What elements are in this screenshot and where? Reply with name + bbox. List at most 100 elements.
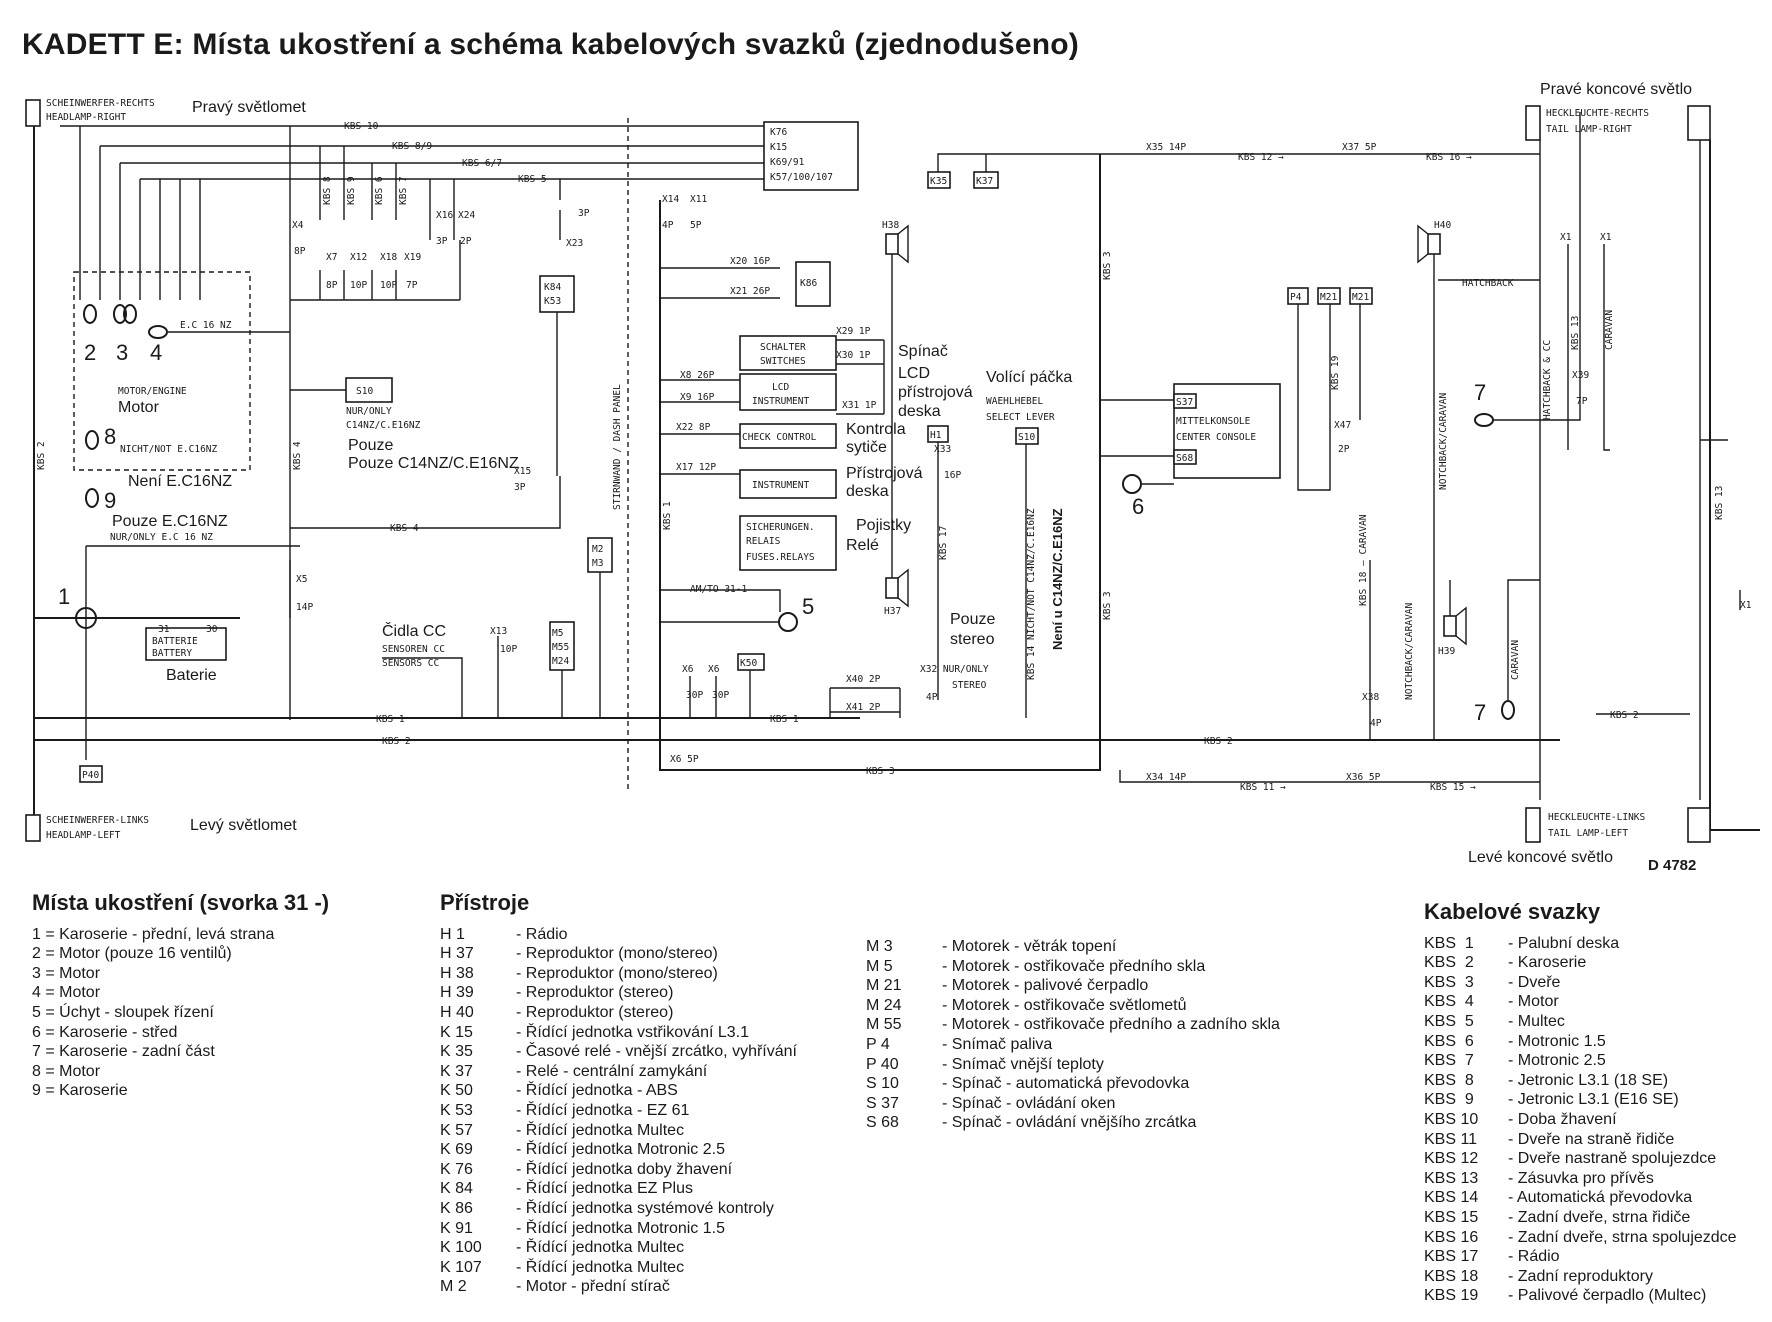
- diagram-label: NOTCHBACK/CARAVAN: [1438, 392, 1449, 490]
- device-desc: - Motorek - větrák topení: [942, 938, 1117, 955]
- diagram-label: Baterie: [166, 667, 217, 684]
- diagram-label: KBS 6: [374, 176, 385, 205]
- device-code: H 38: [440, 964, 474, 982]
- device-code: H 1: [440, 925, 465, 943]
- device-desc: - Řídící jednotka - EZ 61: [516, 1101, 690, 1119]
- diagram-label: X6: [682, 664, 694, 675]
- list-item: KBS 17- Rádio: [1424, 1247, 1737, 1267]
- diagram-label: KBS 15 →: [1430, 782, 1476, 793]
- diagram-label: stereo: [950, 631, 995, 648]
- diagram-label: X29 1P: [836, 326, 871, 337]
- harness-code: KBS 14: [1424, 1189, 1479, 1207]
- diagram-label: KBS 4: [292, 441, 303, 470]
- diagram-label: NUR/ONLY: [346, 406, 392, 417]
- harness-code: KBS 17: [1424, 1248, 1479, 1266]
- list-item: K 69- Řídící jednotka Motronic 2.5: [440, 1140, 797, 1160]
- harness-desc: - Palubní deska: [1508, 934, 1620, 952]
- diagram-label: 2: [84, 340, 96, 365]
- diagram-label: 4P: [926, 692, 938, 703]
- diagram-label: X19: [404, 252, 421, 263]
- diagram-label: 5: [802, 594, 814, 619]
- list-item: KBS 4- Motor: [1424, 992, 1737, 1012]
- diagram-label: S37: [1176, 397, 1193, 408]
- harness-code: KBS 2: [1424, 954, 1474, 972]
- device-code: K 107: [440, 1258, 482, 1276]
- diagram-label: RELAIS: [746, 536, 781, 547]
- diagram-label: X6: [708, 664, 720, 675]
- ground-point-1: 1: [58, 584, 97, 629]
- diagram-label: 1: [58, 584, 70, 609]
- diagram-label: K69/91: [770, 157, 805, 168]
- diagram-label: K84: [544, 282, 561, 293]
- list-item: KBS 10- Doba žhavení: [1424, 1110, 1737, 1130]
- harness-code: KBS 16: [1424, 1228, 1479, 1246]
- list-item: KBS 19- Palivové čerpadlo (Multec): [1424, 1286, 1737, 1306]
- speaker-h39: H39: [1438, 606, 1467, 657]
- diagram-label: KBS 2: [1204, 736, 1233, 747]
- device-desc: - Řídící jednotka - ABS: [516, 1082, 678, 1100]
- diagram-label: 10P: [350, 280, 367, 291]
- diagram-label: K37: [976, 176, 993, 187]
- list-item: M 55- Motorek - ostřikovače předního a z…: [866, 1015, 1280, 1035]
- list-item: KBS 14- Automatická převodovka: [1424, 1188, 1737, 1208]
- diagram-label: X21 26P: [730, 286, 770, 297]
- diagram-label: X15: [514, 466, 531, 477]
- diagram-label: 4P: [662, 220, 674, 231]
- harness-desc: - Multec: [1508, 1012, 1565, 1030]
- diagram-label: 10P: [380, 280, 397, 291]
- device-desc: - Reproduktor (mono/stereo): [516, 964, 718, 982]
- list-item: S 10- Spínač - automatická převodovka: [866, 1074, 1280, 1094]
- device-code: K 53: [440, 1101, 473, 1119]
- device-desc: - Spínač - automatická převodovka: [942, 1075, 1190, 1093]
- diagram-label: X34 14P: [1146, 772, 1186, 783]
- diagram-label: 4: [150, 340, 162, 365]
- harness-desc: - Doba žhavení: [1508, 1110, 1617, 1128]
- device-desc: - Řídící jednotka EZ Plus: [516, 1180, 693, 1198]
- device-code: K 91: [440, 1219, 473, 1237]
- diagram-label: E.C 16 NZ: [180, 320, 232, 331]
- ground-point-4: 4: [148, 325, 168, 365]
- diagram-label: KBS 10: [344, 121, 379, 132]
- diagram-label: X5: [296, 574, 307, 585]
- harness-code: KBS 6: [1424, 1032, 1474, 1050]
- diagram-label: HATCHBACK & CC: [1542, 340, 1553, 420]
- diagram-label: Pravý světlomet: [192, 99, 306, 116]
- page-title: KADETT E: Místa ukostření a schéma kabel…: [22, 28, 1079, 61]
- diagram-label: KBS 6/7: [462, 158, 502, 169]
- device-code: K 50: [440, 1082, 473, 1100]
- ground-points-heading: Místa ukostření (svorka 31 -): [32, 890, 330, 915]
- diagram-label: Pouze C14NZ/C.E16NZ: [348, 455, 519, 472]
- diagram-label: BATTERIE: [152, 636, 198, 647]
- diagram-label: HATCHBACK: [1462, 278, 1514, 289]
- diagram-label: CENTER CONSOLE: [1176, 432, 1256, 443]
- device-desc: - Spínač - ovládání vnějšího zrcátka: [942, 1114, 1197, 1132]
- list-item: K 37- Relé - centrální zamykání: [440, 1062, 797, 1082]
- diagram-label: X30 1P: [836, 350, 871, 361]
- diagram-label: X1: [1560, 232, 1572, 243]
- diagram-label: KBS 3: [866, 766, 895, 777]
- diagram-label: KBS 13: [1570, 316, 1581, 350]
- list-item: M 5- Motorek - ostřikovače předního skla: [866, 957, 1280, 977]
- diagram-label: 30P: [686, 690, 703, 701]
- device-code: K 69: [440, 1141, 473, 1159]
- device-desc: - Motorek - palivové čerpadlo: [942, 977, 1149, 995]
- diagram-label: K15: [770, 142, 787, 153]
- diagram-label: 3: [116, 340, 128, 365]
- diagram-label: Pouze E.C16NZ: [112, 513, 228, 530]
- list-item: KBS 15- Zadní dveře, strna řidiče: [1424, 1208, 1737, 1228]
- instrument-stack: SCHALTER SWITCHES LCD INSTRUMENT CHECK C…: [739, 335, 837, 571]
- diagram-label: M3: [592, 558, 603, 569]
- diagram-label: NUR/ONLY E.C 16 NZ: [110, 532, 213, 543]
- diagram-label: CARAVAN: [1510, 640, 1521, 680]
- harness-code: KBS 13: [1424, 1169, 1479, 1187]
- list-item: 2 = Motor (pouze 16 ventilů): [32, 945, 232, 963]
- diagram-label: KBS 1: [662, 501, 673, 530]
- diagram-label: Levý světlomet: [190, 817, 297, 834]
- diagram-label: 30P: [712, 690, 729, 701]
- diagram-label: C14NZ/C.E16NZ: [346, 420, 421, 431]
- diagram-label: Pouze: [348, 437, 393, 454]
- device-code: M 5: [866, 957, 893, 975]
- diagram-label: S10: [356, 386, 373, 397]
